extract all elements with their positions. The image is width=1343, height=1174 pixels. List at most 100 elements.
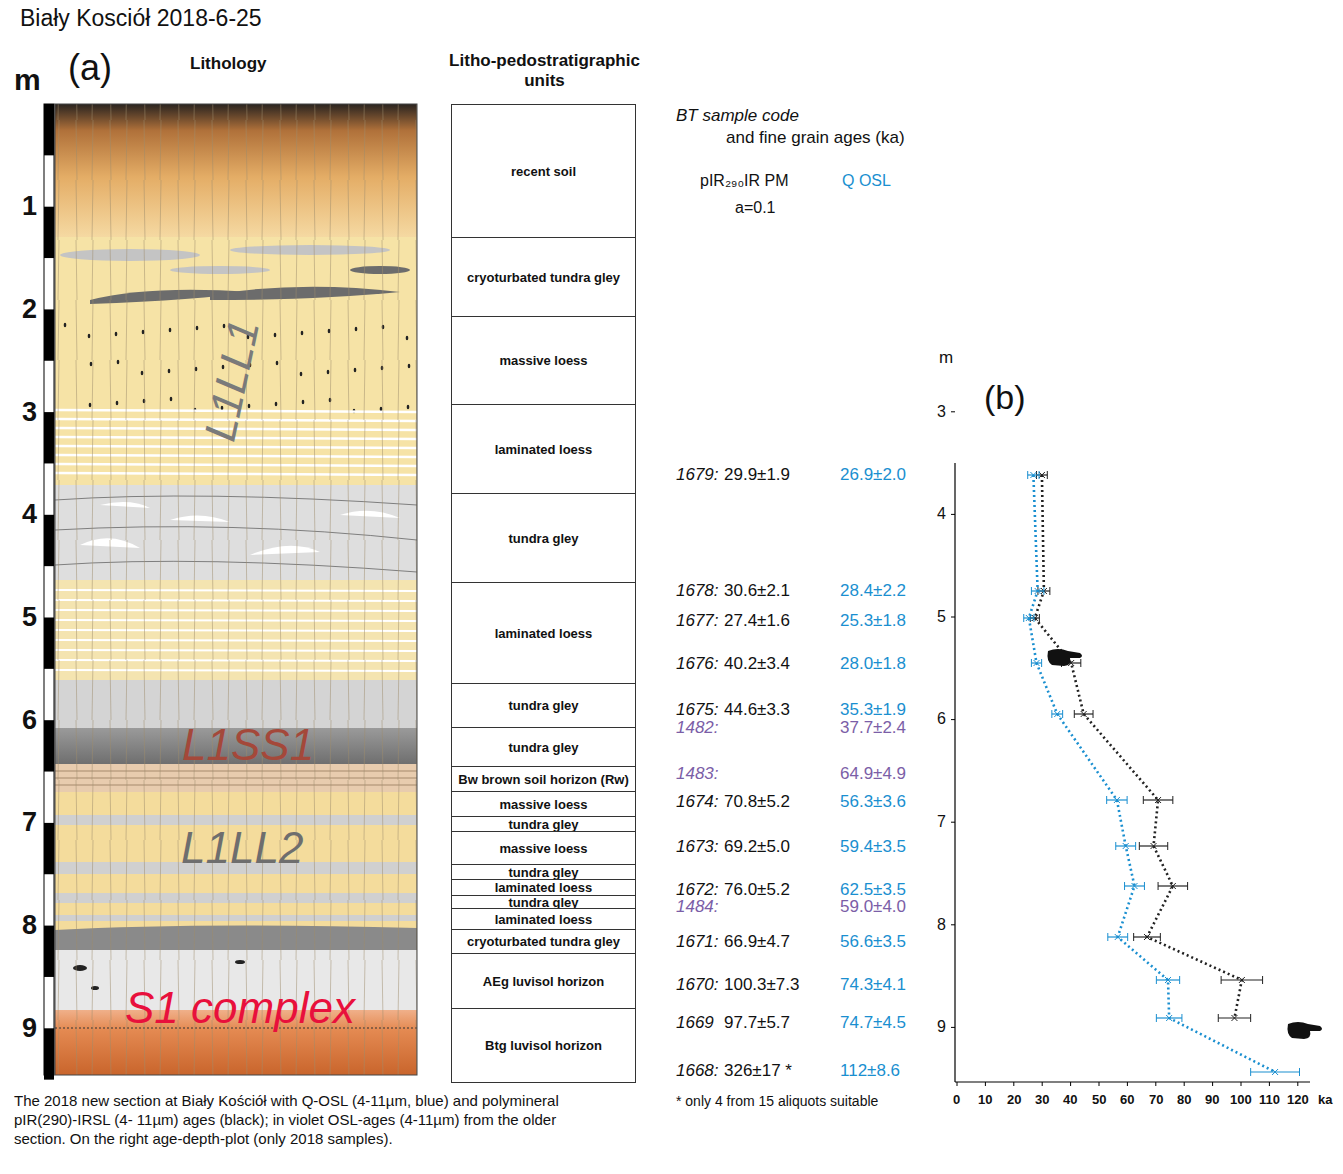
pirir-age: 100.3±7.3 xyxy=(724,975,800,995)
pirir-age: 30.6±2.1 xyxy=(724,581,790,601)
depth-tick: 7 xyxy=(937,813,946,831)
age-tick: 120 xyxy=(1287,1093,1309,1108)
unit-box: tundra gley xyxy=(451,864,636,880)
sample-code: 1483: xyxy=(676,764,719,784)
age-tick: 110 xyxy=(1259,1093,1280,1108)
series-header: a=0.1 xyxy=(735,199,775,217)
axis-unit: ka xyxy=(1318,1093,1332,1108)
osl-age: 28.0±1.8 xyxy=(840,654,906,674)
sample-code: 1675: xyxy=(676,700,719,720)
drawn-stroke xyxy=(1093,710,1094,718)
unit-box: tundra gley xyxy=(451,895,636,909)
drawn-stroke xyxy=(1124,882,1125,890)
drawn-stroke xyxy=(1127,796,1128,804)
sample-code: 1669 xyxy=(676,1013,714,1033)
pirir-age: 40.2±3.4 xyxy=(724,654,790,674)
osl-age: 59.0±4.0 xyxy=(840,897,906,917)
depth-tick: 9 xyxy=(937,1018,946,1036)
unit-name: tundra gley xyxy=(508,866,578,879)
drawn-stroke xyxy=(1184,1082,1185,1086)
drawn-stroke xyxy=(1187,882,1188,890)
drawn-stroke xyxy=(1031,587,1032,595)
drawn-stroke xyxy=(957,1082,958,1086)
depth-tick: 4 xyxy=(937,505,946,523)
drawn-stroke xyxy=(1231,1015,1237,1021)
unit-name: recent soil xyxy=(511,165,576,178)
unit-box: tundra gley xyxy=(451,493,636,583)
drawn-stroke xyxy=(1167,842,1168,850)
unit-box: cryoturbated tundra gley xyxy=(451,237,636,317)
drawn-stroke xyxy=(44,104,54,155)
drawn-stroke xyxy=(44,926,54,977)
osl-age: 25.3±1.8 xyxy=(840,611,906,631)
pointing-hand xyxy=(1048,649,1083,666)
drawn-stroke xyxy=(44,515,54,566)
unit-box: laminated loess xyxy=(451,908,636,930)
series-header: Q OSL xyxy=(842,172,891,190)
drawn-stroke xyxy=(1133,933,1134,941)
osl-age: 56.6±3.5 xyxy=(840,932,906,952)
unit-name: Bw brown soil horizon (Rw) xyxy=(458,773,628,786)
pirir-age: 326±17 * xyxy=(724,1061,792,1081)
sample-code: 1671: xyxy=(676,932,719,952)
drawn-stroke xyxy=(1039,471,1040,479)
panel-letter: (a) xyxy=(68,47,112,88)
drawn-stroke xyxy=(44,823,54,874)
drawn-stroke xyxy=(951,514,955,515)
drawn-stroke xyxy=(1048,649,1083,666)
drawn-stroke xyxy=(951,617,955,618)
drawn-stroke xyxy=(1250,1014,1251,1022)
drawn-stroke xyxy=(1115,842,1116,850)
depth-tick: 8 xyxy=(22,910,37,941)
unit-name: massive loess xyxy=(499,354,587,367)
drawn-stroke xyxy=(1299,1068,1300,1076)
osl-age: 74.3±4.1 xyxy=(840,975,906,995)
unit-box: tundra gley xyxy=(451,727,636,767)
unit-name: tundra gley xyxy=(508,699,578,712)
drawn-stroke xyxy=(1051,710,1052,718)
drawn-stroke xyxy=(1031,659,1032,667)
stratigraphic-unit: L1SS1 xyxy=(182,720,314,771)
drawn-stroke xyxy=(1181,1014,1182,1022)
unit-box: laminated loess xyxy=(451,404,636,494)
age-series xyxy=(1035,475,1242,1018)
sample-code: 1670: xyxy=(676,975,719,995)
drawn-stroke xyxy=(1023,614,1024,622)
drawn-stroke xyxy=(1106,796,1107,804)
unit-box: laminated loess xyxy=(451,582,636,684)
drawn-stroke xyxy=(1027,471,1028,479)
unit-name: massive loess xyxy=(499,842,587,855)
unit-box: tundra gley xyxy=(451,816,636,832)
drawn-stroke xyxy=(1160,933,1161,941)
osl-age: 56.3±3.6 xyxy=(840,792,906,812)
drawn-stroke xyxy=(1070,1082,1071,1086)
osl-age: 59.4±3.5 xyxy=(840,837,906,857)
depth-tick: 6 xyxy=(22,705,37,736)
pirir-age: 70.8±5.2 xyxy=(724,792,790,812)
unit-box: Bw brown soil horizon (Rw) xyxy=(451,766,636,792)
unit-name: AEg luvisol horizon xyxy=(483,975,604,988)
age-series xyxy=(1029,475,1275,1072)
unit-name: laminated loess xyxy=(495,913,593,926)
unit-name: tundra gley xyxy=(508,818,578,831)
osl-age: 62.5±3.5 xyxy=(840,880,906,900)
unit-box: recent soil xyxy=(451,104,636,238)
drawn-stroke xyxy=(1139,842,1140,850)
depth-tick: 7 xyxy=(22,807,37,838)
drawn-stroke xyxy=(1155,1082,1156,1086)
unit-name: cryoturbated tundra gley xyxy=(467,271,620,284)
drawn-stroke xyxy=(44,720,54,771)
sample-code: 1673: xyxy=(676,837,719,857)
drawn-stroke xyxy=(1156,1014,1157,1022)
osl-age: 64.9±4.9 xyxy=(840,764,906,784)
sample-code: 1674: xyxy=(676,792,719,812)
drawn-stroke xyxy=(1250,1068,1251,1076)
drawn-stroke xyxy=(1158,882,1159,890)
osl-age: 74.7±4.5 xyxy=(840,1013,906,1033)
drawn-stroke xyxy=(951,719,955,720)
drawn-stroke xyxy=(1039,614,1040,622)
pirir-age: 44.6±3.3 xyxy=(724,700,790,720)
depth-tick: 6 xyxy=(937,710,946,728)
drawn-stroke xyxy=(44,1028,54,1079)
depth-tick: 5 xyxy=(937,608,946,626)
